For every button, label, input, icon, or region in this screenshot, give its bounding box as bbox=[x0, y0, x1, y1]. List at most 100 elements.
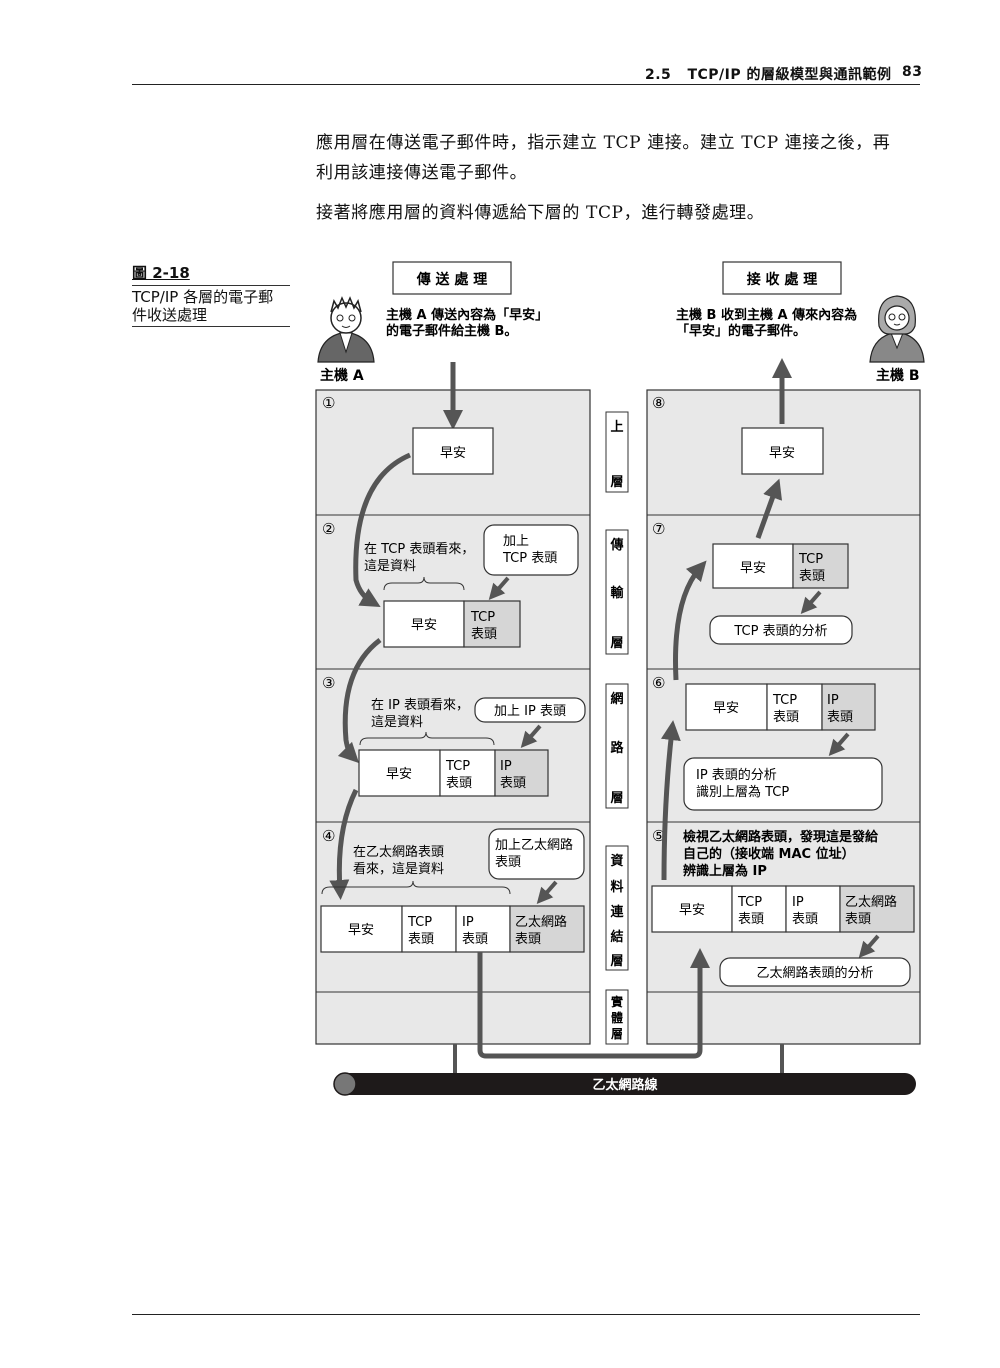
step-1: ① bbox=[322, 394, 335, 412]
svg-text:結: 結 bbox=[610, 929, 623, 945]
svg-text:加上: 加上 bbox=[503, 534, 529, 549]
recv-arrow-6-7 bbox=[673, 560, 707, 681]
send-bubble-3: 加上 IP 表頭 bbox=[474, 697, 586, 723]
svg-text:表頭: 表頭 bbox=[462, 932, 488, 947]
host-a-desc-line-1: 主機 A 傳送內容為「早安」 bbox=[386, 307, 548, 323]
svg-text:IP: IP bbox=[792, 895, 804, 910]
send-brace-2 bbox=[383, 576, 465, 591]
send-bubble-2-arrow bbox=[488, 576, 510, 601]
layer-label-transport: 傳 輸 層 bbox=[605, 529, 629, 655]
svg-text:TCP: TCP bbox=[445, 759, 470, 774]
svg-text:TCP: TCP bbox=[407, 915, 432, 930]
send-packet-3: 早安 TCP 表頭 IP 表頭 bbox=[358, 749, 549, 797]
svg-text:層: 層 bbox=[610, 475, 623, 490]
svg-text:識別上層為 TCP: 識別上層為 TCP bbox=[696, 784, 789, 800]
svg-text:層: 層 bbox=[611, 1027, 623, 1041]
recv-packet-7: 早安 TCP 表頭 bbox=[712, 543, 849, 589]
recv-packet-8: 早安 bbox=[741, 427, 824, 475]
svg-text:早安: 早安 bbox=[348, 923, 374, 938]
svg-text:TCP: TCP bbox=[470, 610, 495, 625]
svg-text:層: 層 bbox=[610, 636, 623, 651]
svg-text:IP 表頭的分析: IP 表頭的分析 bbox=[696, 767, 777, 783]
svg-text:表頭: 表頭 bbox=[500, 776, 526, 791]
recv-title: 接 收 處 理 bbox=[747, 271, 818, 288]
svg-text:IP: IP bbox=[500, 759, 512, 774]
send-note-2-line-2: 這是資料 bbox=[364, 558, 416, 574]
svg-text:資: 資 bbox=[610, 853, 623, 869]
svg-text:實: 實 bbox=[611, 994, 623, 1009]
paragraph-1: 應用層在傳送電子郵件時，指示建立 TCP 連接。建立 TCP 連接之後，再 利用… bbox=[316, 128, 926, 188]
svg-text:表頭: 表頭 bbox=[515, 932, 541, 947]
paragraph-1-line-2: 利用該連接傳送電子郵件。 bbox=[316, 163, 528, 183]
figure-caption-line-1: TCP/IP 各層的電子郵 bbox=[132, 288, 274, 306]
layer-label-datalink: 資 料 連 結 層 bbox=[605, 845, 629, 971]
svg-text:網: 網 bbox=[610, 691, 623, 707]
svg-text:表頭: 表頭 bbox=[773, 710, 799, 725]
send-note-3-line-2: 這是資料 bbox=[371, 714, 423, 730]
recv-bubble-7-arrow bbox=[800, 590, 822, 615]
send-brace-3 bbox=[359, 731, 495, 746]
svg-text:乙太網路表頭的分析: 乙太網路表頭的分析 bbox=[756, 965, 873, 981]
svg-text:層: 層 bbox=[610, 954, 623, 969]
recv-bubble-5-arrow bbox=[858, 934, 880, 959]
paragraph-1-line-1: 應用層在傳送電子郵件時，指示建立 TCP 連接。建立 TCP 連接之後，再 bbox=[316, 133, 891, 153]
svg-text:TCP: TCP bbox=[772, 693, 797, 708]
send-bubble-4: 加上乙太網路 表頭 bbox=[488, 828, 585, 880]
recv-packet-5: 早安 TCP 表頭 IP 表頭 乙太網路 表頭 bbox=[651, 885, 915, 933]
svg-text:上: 上 bbox=[610, 420, 623, 435]
recv-bubble-5: 乙太網路表頭的分析 bbox=[719, 957, 911, 987]
ethernet-cable-label: 乙太網路線 bbox=[592, 1077, 658, 1093]
header-rule bbox=[132, 84, 920, 85]
svg-text:IP: IP bbox=[827, 693, 839, 708]
svg-text:表頭: 表頭 bbox=[845, 912, 871, 927]
svg-text:體: 體 bbox=[611, 1010, 623, 1025]
send-bubble-3-arrow bbox=[520, 724, 542, 749]
recv-packet-6: 早安 TCP 表頭 IP 表頭 bbox=[685, 683, 876, 731]
send-packet-2: 早安 TCP 表頭 bbox=[383, 600, 521, 648]
svg-text:乙太網路: 乙太網路 bbox=[515, 914, 567, 930]
host-b-label: 主機 B bbox=[876, 367, 920, 384]
send-note-2-line-1: 在 TCP 表頭看來， bbox=[364, 541, 474, 557]
svg-text:TCP 表頭: TCP 表頭 bbox=[502, 551, 557, 566]
send-note-4-line-2: 看來，這是資料 bbox=[353, 861, 444, 877]
recv-title-box: 接 收 處 理 bbox=[722, 261, 842, 295]
send-arrow-3-4 bbox=[329, 788, 359, 900]
figure-caption: 圖 2-18 TCP/IP 各層的電子郵 件收送處理 bbox=[132, 262, 290, 327]
svg-text:傳: 傳 bbox=[609, 537, 623, 553]
host-b-desc-line-1: 主機 B 收到主機 A 傳來內容為 bbox=[676, 307, 857, 323]
svg-text:早安: 早安 bbox=[679, 903, 705, 918]
svg-text:連: 連 bbox=[610, 904, 624, 920]
svg-text:層: 層 bbox=[610, 791, 623, 806]
recv-note-5-line-3: 辨識上層為 IP bbox=[683, 863, 767, 879]
svg-text:加上乙太網路: 加上乙太網路 bbox=[495, 837, 573, 853]
paragraph-2: 接著將應用層的資料傳遞給下層的 TCP，進行轉發處理。 bbox=[316, 203, 765, 223]
layer-label-physical: 實 體 層 bbox=[605, 989, 629, 1045]
host-a-desc-line-2: 的電子郵件給主機 B。 bbox=[386, 323, 517, 339]
section-title: TCP/IP 的層級模型與通訊範例 bbox=[687, 67, 892, 83]
recv-arrow-5-6 bbox=[660, 720, 681, 881]
footer-rule bbox=[132, 1314, 920, 1315]
svg-text:表頭: 表頭 bbox=[408, 932, 434, 947]
section-number: 2.5 bbox=[645, 67, 672, 83]
step-4: ④ bbox=[322, 827, 335, 845]
svg-text:表頭: 表頭 bbox=[792, 912, 818, 927]
host-b-desc-line-2: 「早安」的電子郵件。 bbox=[676, 323, 806, 339]
step-6: ⑥ bbox=[652, 674, 665, 692]
svg-text:早安: 早安 bbox=[769, 446, 795, 461]
send-title-box: 傳 送 處 理 bbox=[392, 261, 512, 295]
send-bubble-4-arrow bbox=[536, 880, 558, 905]
svg-text:早安: 早安 bbox=[411, 618, 437, 633]
svg-text:TCP: TCP bbox=[737, 895, 762, 910]
step-7: ⑦ bbox=[652, 520, 665, 538]
svg-text:加上 IP 表頭: 加上 IP 表頭 bbox=[494, 704, 566, 719]
svg-text:表頭: 表頭 bbox=[495, 855, 521, 870]
send-bubble-2: 加上 TCP 表頭 bbox=[483, 524, 579, 576]
send-title: 傳 送 處 理 bbox=[416, 271, 488, 288]
transfer-arrow bbox=[477, 948, 710, 1059]
send-note-4-line-1: 在乙太網路表頭 bbox=[353, 844, 444, 860]
svg-text:表頭: 表頭 bbox=[471, 627, 497, 642]
step-2: ② bbox=[322, 520, 335, 538]
svg-text:料: 料 bbox=[610, 879, 623, 895]
recv-bubble-6-arrow bbox=[828, 732, 850, 757]
